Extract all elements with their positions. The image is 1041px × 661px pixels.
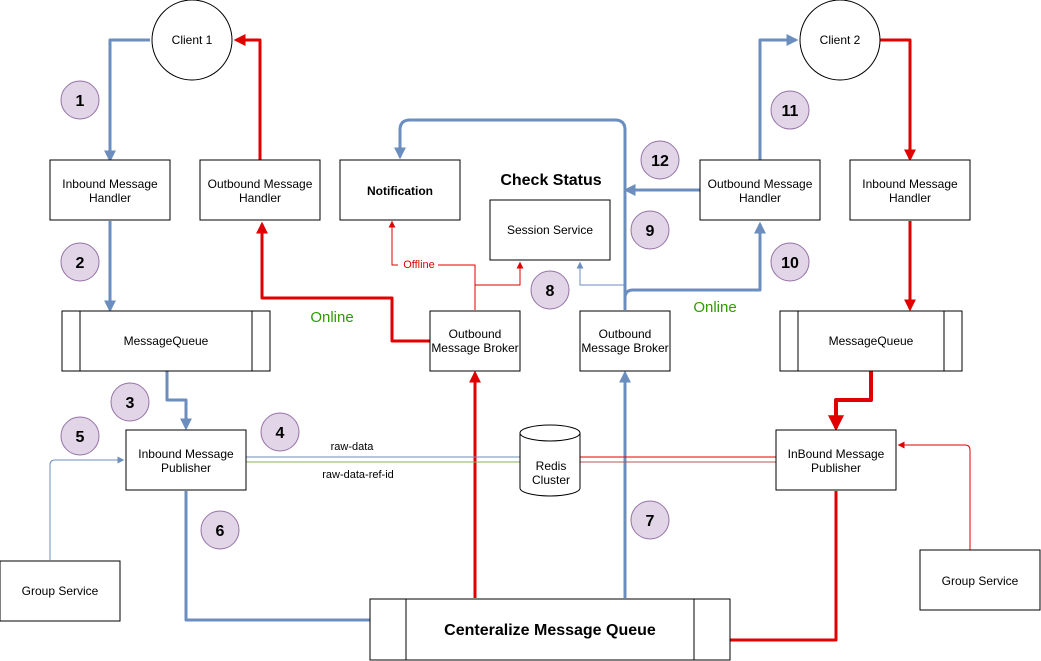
edge-broker-right-to-outbound-handler — [623, 221, 766, 310]
step-badge-label: 3 — [126, 395, 135, 412]
inbound-handler-right-line2: Handler — [889, 191, 931, 205]
edge-broker-to-outbound-handler-left — [256, 221, 430, 343]
redis-cluster-line2: Cluster — [532, 473, 570, 487]
notification-label: Notification — [367, 184, 433, 198]
step-badge-label: 2 — [76, 255, 85, 272]
edge-publisher-left-to-central — [184, 491, 370, 622]
outbound-handler-left-line2: Handler — [239, 191, 281, 205]
outbound-broker-right[interactable]: Outbound Message Broker — [579, 310, 671, 372]
step-badge-label: 6 — [216, 523, 225, 540]
notification-node[interactable]: Notification — [339, 159, 461, 221]
step-badge-label: 9 — [646, 223, 655, 240]
inbound-handler-left[interactable]: Inbound Message Handler — [49, 159, 171, 221]
inbound-handler-right[interactable]: Inbound Message Handler — [849, 159, 971, 221]
edge-broker-left-to-session — [474, 261, 524, 310]
group-service-right[interactable]: Group Service — [919, 549, 1041, 611]
step-badge-8: 8 — [530, 270, 570, 310]
step-badge-12: 12 — [640, 140, 680, 180]
message-queue-right[interactable]: MessageQueue — [779, 310, 963, 372]
group-service-right-label: Group Service — [942, 574, 1019, 588]
outbound-handler-left[interactable]: Outbound Message Handler — [199, 159, 321, 221]
step-badge-4: 4 — [260, 412, 300, 452]
client-1-node[interactable]: Client 1 — [151, 0, 233, 81]
edge-outbound-handler-to-client1 — [233, 34, 262, 160]
outbound-handler-right-line2: Handler — [739, 191, 781, 205]
step-badge-10: 10 — [770, 242, 810, 282]
redis-cluster-line1: Redis — [536, 459, 567, 473]
outbound-broker-left-line2: Message Broker — [431, 341, 518, 355]
step-badge-label: 8 — [546, 283, 555, 300]
step-badge-label: 7 — [646, 513, 655, 530]
check-status-title: Check Status — [500, 172, 601, 189]
client-2-node[interactable]: Client 2 — [799, 0, 881, 81]
edge-queue-to-inbound-publisher — [165, 371, 192, 431]
step-badge-label: 1 — [76, 93, 85, 110]
central-message-queue-label: Centeralize Message Queue — [444, 622, 656, 639]
outbound-handler-right-line1: Outbound Message — [708, 177, 813, 191]
inbound-publisher-left-line2: Publisher — [161, 461, 211, 475]
inbound-publisher-right-line2: Publisher — [811, 461, 861, 475]
step-badge-1: 1 — [60, 80, 100, 120]
client-2-label: Client 2 — [820, 33, 861, 47]
step-badge-label: 12 — [651, 153, 669, 170]
step-badge-6: 6 — [200, 510, 240, 550]
edge-outbound-handler-to-client2 — [758, 34, 799, 160]
step-badge-9: 9 — [630, 210, 670, 250]
client-1-label: Client 1 — [172, 33, 213, 47]
edge-labels: Online Online Offline raw-data raw-data-… — [310, 258, 737, 481]
edges — [49, 34, 971, 642]
step-badge-11: 11 — [770, 90, 810, 130]
step-badge-label: 10 — [781, 255, 799, 272]
outbound-broker-left-line1: Outbound — [449, 327, 502, 341]
edge-broker-right-to-session — [576, 261, 626, 310]
inbound-publisher-right-line1: InBound Message — [788, 447, 885, 461]
group-service-left[interactable]: Group Service — [0, 560, 121, 622]
message-queue-right-label: MessageQueue — [829, 334, 914, 348]
inbound-publisher-left[interactable]: Inbound Message Publisher — [125, 429, 247, 491]
edge-publisher-right-to-central — [730, 491, 838, 642]
online-right-label: Online — [693, 299, 736, 316]
outbound-broker-right-line2: Message Broker — [581, 341, 668, 355]
outbound-handler-right[interactable]: Outbound Message Handler — [699, 159, 821, 221]
step-badge-3: 3 — [110, 382, 150, 422]
step-badge-7: 7 — [630, 500, 670, 540]
inbound-handler-right-line1: Inbound Message — [862, 177, 958, 191]
inbound-publisher-right[interactable]: InBound Message Publisher — [775, 429, 897, 491]
outbound-handler-left-line1: Outbound Message — [208, 177, 313, 191]
edge-group-service-right-to-publisher — [897, 441, 971, 550]
message-queue-left[interactable]: MessageQueue — [61, 310, 271, 372]
raw-data-label: raw-data — [331, 441, 375, 453]
central-message-queue[interactable]: Centeralize Message Queue — [369, 598, 731, 661]
online-left-label: Online — [310, 309, 353, 326]
step-badge-label: 5 — [76, 429, 85, 446]
inbound-handler-left-line1: Inbound Message — [62, 177, 158, 191]
step-badge-label: 11 — [782, 103, 799, 120]
group-service-left-label: Group Service — [22, 584, 99, 598]
session-service-label: Session Service — [507, 223, 593, 237]
edge-client1-to-inbound-handler — [104, 38, 150, 163]
edge-client2-to-inbound-handler — [880, 38, 916, 162]
step-badge-5: 5 — [60, 416, 100, 456]
session-service-node[interactable]: Session Service — [489, 199, 611, 261]
offline-label: Offline — [403, 259, 435, 271]
step-badge-2: 2 — [60, 242, 100, 282]
message-queue-left-label: MessageQueue — [124, 334, 209, 348]
step-badge-label: 4 — [276, 425, 285, 442]
outbound-broker-right-line1: Outbound — [599, 327, 652, 341]
edge-broker-right-to-notification — [394, 118, 627, 310]
inbound-handler-left-line2: Handler — [89, 191, 131, 205]
raw-data-ref-id-label: raw-data-ref-id — [322, 469, 394, 481]
outbound-broker-left[interactable]: Outbound Message Broker — [429, 310, 521, 372]
edge-queue-to-publisher-right — [828, 371, 873, 432]
redis-cluster-node[interactable]: Redis Cluster — [519, 424, 581, 497]
edge-group-service-left-to-publisher — [49, 456, 125, 560]
inbound-publisher-left-line1: Inbound Message — [138, 447, 234, 461]
